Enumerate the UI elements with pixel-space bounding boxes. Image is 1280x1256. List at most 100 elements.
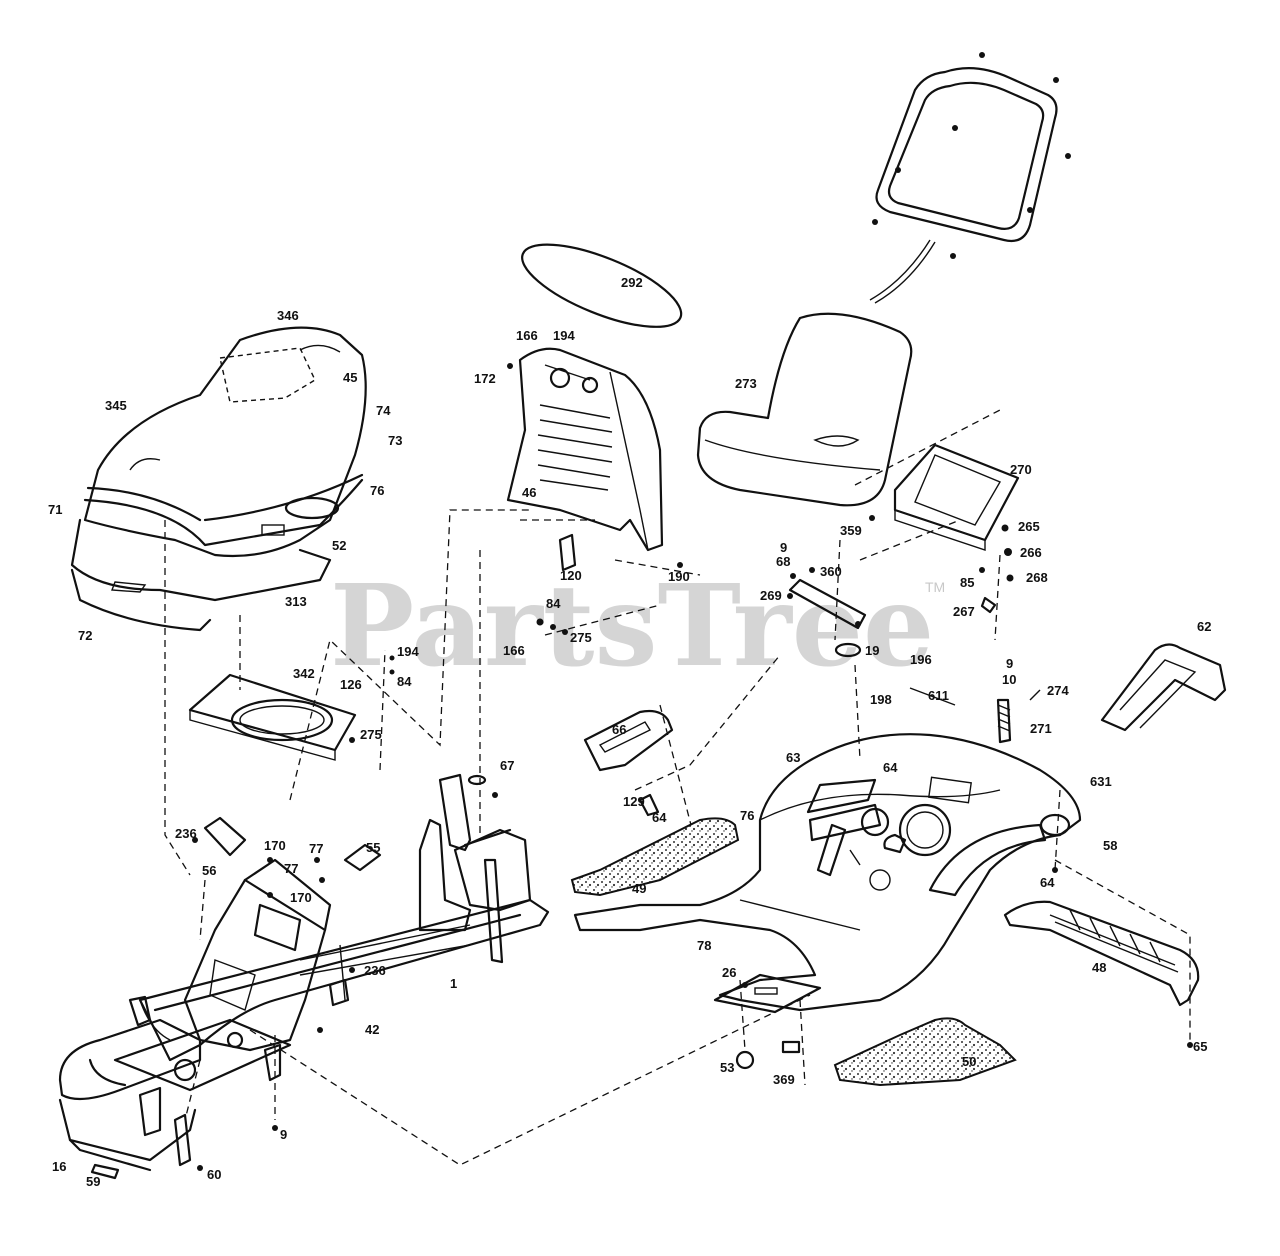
callout-9b: 9 (1006, 656, 1013, 671)
callout-77: 77 (309, 841, 323, 856)
fender-rail-right-upper (1100, 643, 1227, 732)
seat (696, 312, 913, 507)
callout-369: 369 (773, 1072, 795, 1087)
callout-42: 42 (365, 1022, 379, 1037)
callout-84: 84 (397, 674, 412, 689)
lever-spring (909, 687, 1041, 744)
callout-236b: 236 (364, 963, 386, 978)
callout-67: 67 (500, 758, 514, 773)
callout-77b: 77 (284, 861, 298, 876)
callout-72: 72 (78, 628, 92, 643)
callout-76: 76 (370, 483, 384, 498)
heat-shield (188, 673, 357, 761)
callout-198: 198 (870, 692, 892, 707)
callout-313: 313 (285, 594, 307, 609)
callout-66: 66 (612, 722, 626, 737)
partstree-watermark: PartsTree (330, 561, 934, 692)
callout-170b: 170 (290, 890, 312, 905)
part-callouts: 346 45 345 74 73 71 76 52 313 72 342 126… (48, 275, 1211, 1189)
callout-50: 50 (962, 1054, 976, 1069)
callout-196: 196 (910, 652, 932, 667)
callout-71: 71 (48, 502, 62, 517)
callout-52: 52 (332, 538, 346, 553)
callout-360: 360 (820, 564, 842, 579)
callout-9: 9 (780, 540, 787, 555)
fender-deck (573, 733, 1082, 1012)
callout-85: 85 (960, 575, 974, 590)
callout-292: 292 (621, 275, 643, 290)
callout-194b: 194 (553, 328, 575, 343)
callout-48: 48 (1092, 960, 1106, 975)
callout-275b: 275 (570, 630, 592, 645)
callout-26: 26 (722, 965, 736, 980)
callout-273: 273 (735, 376, 757, 391)
callout-59: 59 (86, 1174, 100, 1189)
callout-342: 342 (293, 666, 315, 681)
callout-46: 46 (522, 485, 536, 500)
callout-166b: 166 (503, 643, 525, 658)
callout-16: 16 (52, 1159, 66, 1174)
seat-bracket (787, 567, 867, 658)
fender-rail-right-lower (1003, 900, 1200, 1007)
callout-1: 1 (450, 976, 457, 991)
callout-73: 73 (388, 433, 402, 448)
callout-267: 267 (953, 604, 975, 619)
callout-49: 49 (632, 881, 646, 896)
callout-63: 63 (786, 750, 800, 765)
callout-55: 55 (366, 840, 380, 855)
callout-266: 266 (1020, 545, 1042, 560)
trademark-mark: TM (925, 579, 945, 595)
callout-345: 345 (105, 398, 127, 413)
callout-170: 170 (264, 838, 286, 853)
callout-68: 68 (776, 554, 790, 569)
dash-hardware (349, 618, 568, 743)
callout-64: 64 (883, 760, 898, 775)
callout-64b: 64 (1040, 875, 1055, 890)
callout-172: 172 (474, 371, 496, 386)
callout-76b: 76 (740, 808, 754, 823)
callout-190: 190 (668, 569, 690, 584)
callout-236: 236 (175, 826, 197, 841)
callout-64c: 64 (652, 810, 667, 825)
callout-194: 194 (397, 644, 419, 659)
foot-mat-left (570, 817, 740, 897)
callout-126: 126 (340, 677, 362, 692)
callout-84b: 84 (546, 596, 561, 611)
callout-631: 631 (1090, 774, 1112, 789)
callout-268: 268 (1026, 570, 1048, 585)
callout-65: 65 (1193, 1039, 1207, 1054)
callout-62: 62 (1197, 619, 1211, 634)
callout-359: 359 (840, 523, 862, 538)
callout-270: 270 (1010, 462, 1032, 477)
callout-346: 346 (277, 308, 299, 323)
seat-pan (893, 443, 1020, 551)
callout-120: 120 (560, 568, 582, 583)
foot-mat-right (833, 1017, 1017, 1087)
hood (70, 326, 367, 632)
callout-271: 271 (1030, 721, 1052, 736)
callout-60: 60 (207, 1167, 221, 1182)
callout-58: 58 (1103, 838, 1117, 853)
callout-53: 53 (720, 1060, 734, 1075)
callout-19: 19 (865, 643, 879, 658)
callout-9c: 9 (280, 1127, 287, 1142)
seat-hardware (869, 515, 1014, 614)
callout-129: 129 (623, 794, 645, 809)
callout-56: 56 (202, 863, 216, 878)
callout-78: 78 (697, 938, 711, 953)
callout-10: 10 (1002, 672, 1016, 687)
frame (58, 773, 550, 1180)
pedal-cover (583, 709, 674, 817)
fender-small-parts (713, 813, 1193, 1070)
callout-45: 45 (343, 370, 357, 385)
dash-panel (506, 243, 683, 572)
callout-74: 74 (376, 403, 391, 418)
callout-275: 275 (360, 727, 382, 742)
seat-frame (869, 52, 1071, 304)
callout-166: 166 (516, 328, 538, 343)
callout-265: 265 (1018, 519, 1040, 534)
callout-274: 274 (1047, 683, 1069, 698)
callout-611: 611 (928, 688, 949, 703)
callout-269: 269 (760, 588, 782, 603)
